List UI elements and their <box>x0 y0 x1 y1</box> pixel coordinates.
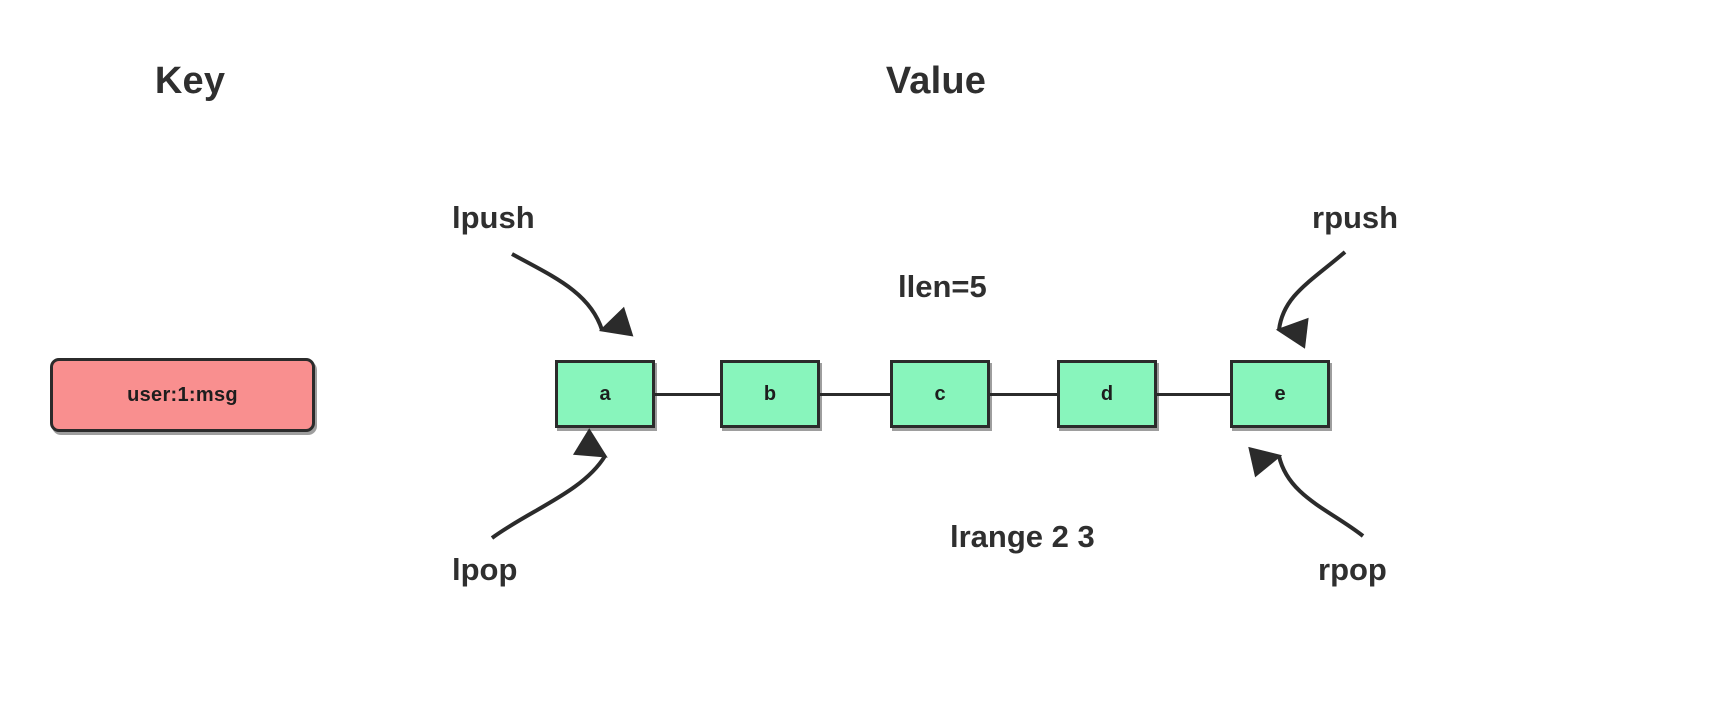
list-link-c-d <box>987 393 1060 396</box>
list-node-label: d <box>1100 382 1114 405</box>
op-label-llen: llen=5 <box>898 269 987 304</box>
op-label-lpush: lpush <box>452 200 535 235</box>
list-node-label: e <box>1274 382 1286 405</box>
rpop-arrow-path <box>1248 446 1365 538</box>
list-node: c <box>890 360 990 428</box>
op-label-lrange: lrange 2 3 <box>950 519 1095 554</box>
op-label-lpop: lpop <box>452 552 518 587</box>
page-title-key: Key <box>154 60 226 102</box>
lpush-arrow-path <box>511 252 634 337</box>
page-title-value: Value <box>885 60 987 102</box>
list-node-label: b <box>763 382 777 405</box>
op-label-rpop: rpop <box>1318 552 1387 587</box>
list-link-b-c <box>817 393 893 396</box>
list-link-d-e <box>1152 393 1233 396</box>
op-label-rpush: rpush <box>1312 200 1399 235</box>
list-node: a <box>555 360 655 428</box>
key-node: user:1:msg <box>50 358 315 432</box>
list-node: e <box>1230 360 1330 428</box>
list-node-label: a <box>599 382 611 405</box>
list-node: b <box>720 360 820 428</box>
rpush-arrow-path <box>1275 250 1347 349</box>
list-link-a-b <box>652 393 723 396</box>
lpop-arrow-path <box>490 428 608 540</box>
list-node-label: c <box>934 382 946 405</box>
key-node-label: user:1:msg <box>127 383 238 406</box>
list-node: d <box>1057 360 1157 428</box>
